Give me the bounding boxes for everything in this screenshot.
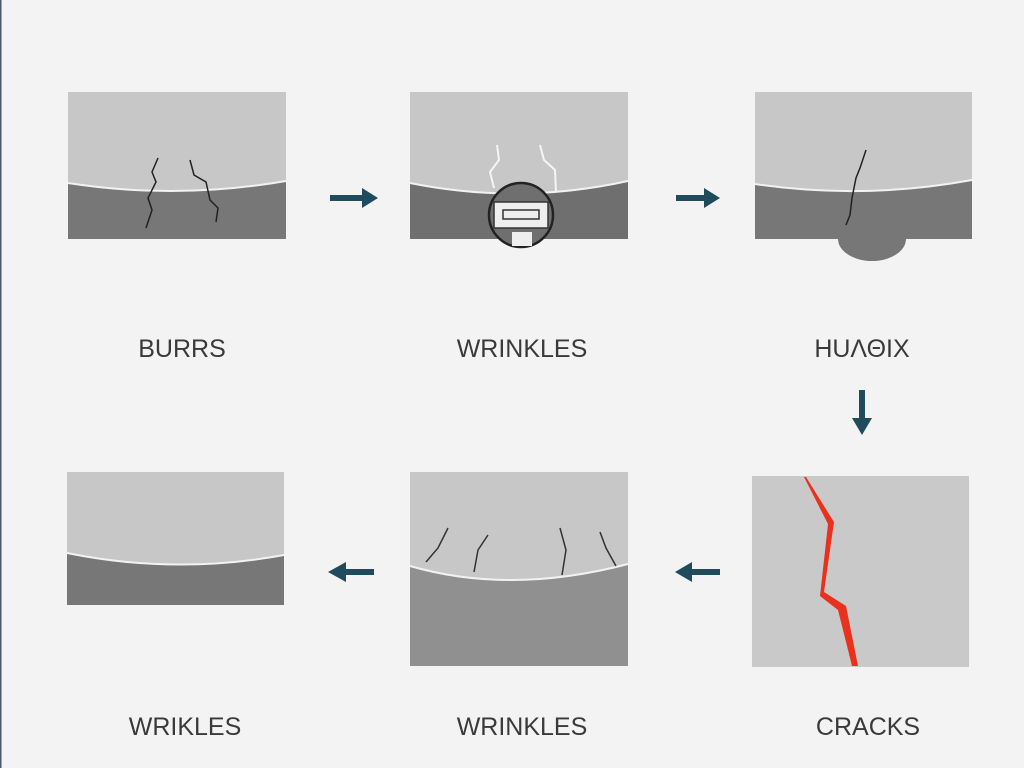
- wrinkles-panel: [409, 472, 629, 666]
- arrow-down-icon: [852, 390, 872, 435]
- arrow-left-icon: [675, 562, 720, 582]
- smooth-panel: [66, 472, 285, 605]
- stage-label-wrinkles-2: WRINKLES: [457, 713, 588, 741]
- arrow-left-icon: [328, 562, 374, 582]
- stage-label-wrikles: WRIKLES: [129, 713, 242, 741]
- wrinkles-tool-panel: [409, 92, 629, 249]
- stage-label-cracks: CRACKS: [816, 713, 920, 741]
- burrs-panel: [67, 92, 287, 239]
- bulge-panel: [754, 92, 973, 261]
- crack-panel: [752, 476, 969, 667]
- stage-label-bulge: HUΛΘIX: [814, 335, 910, 363]
- stage-label-burrs: BURRS: [138, 335, 226, 363]
- arrow-right-icon: [676, 188, 720, 208]
- arrow-right-icon: [330, 188, 378, 208]
- stage-label-wrinkles: WRINKLES: [457, 335, 588, 363]
